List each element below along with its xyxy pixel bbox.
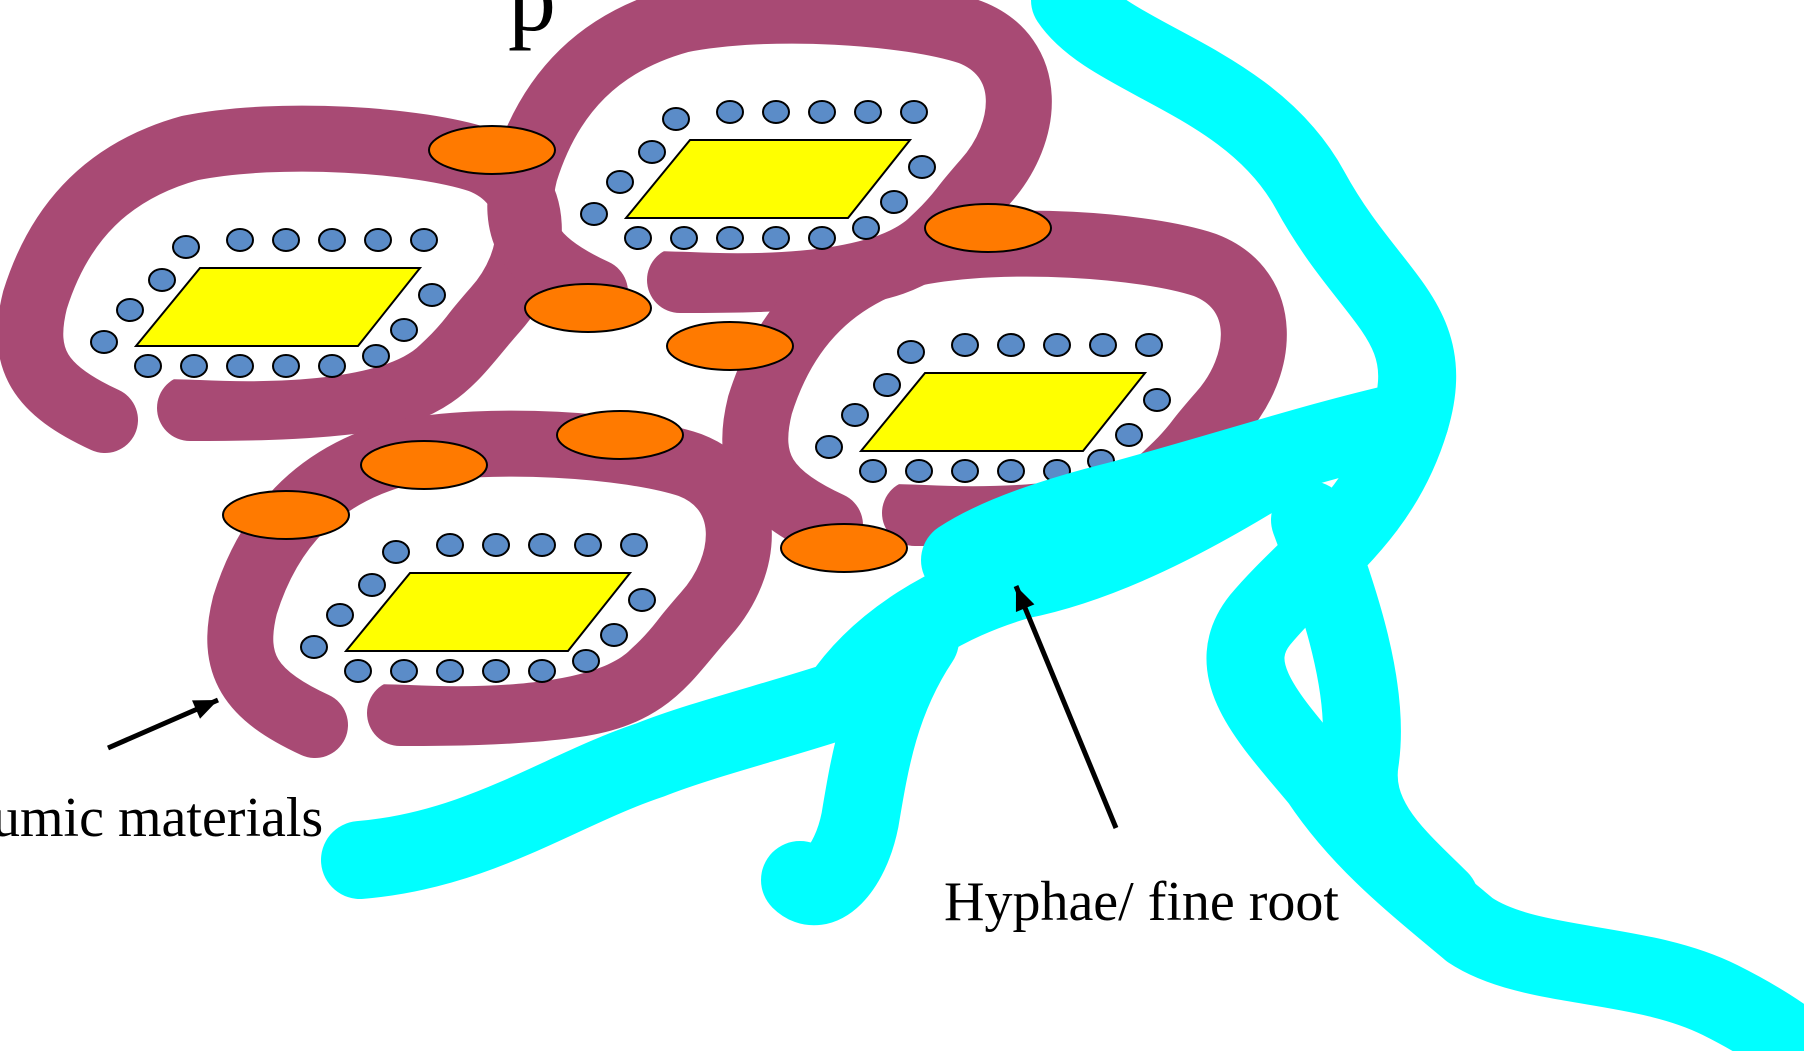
mineral-particle [437,534,463,556]
mineral-particle [998,460,1024,482]
organic-bead-3 [525,284,651,332]
mineral-particle [273,229,299,251]
mineral-particle [345,660,371,682]
mineral-particle [816,436,842,458]
mineral-particle [663,108,689,130]
organic-bead-8 [781,524,907,572]
mineral-particle [327,604,353,626]
mineral-particle [952,334,978,356]
title-fragment: p [508,0,556,51]
organic-bead-2 [925,204,1051,252]
mineral-particle [1116,424,1142,446]
mineral-particle [853,217,879,239]
hyphae-label: Hyphae/ fine root [944,871,1339,933]
mineral-particle [717,101,743,123]
mineral-particle [763,227,789,249]
mineral-particle [529,534,555,556]
mineral-particle [898,341,924,363]
mineral-particle [173,236,199,258]
mineral-particle [419,284,445,306]
mineral-particle [717,227,743,249]
mineral-particle [763,101,789,123]
mineral-particle [809,227,835,249]
mineral-particle [411,229,437,251]
mineral-particle [575,534,601,556]
mineral-particle [135,355,161,377]
organic-bead-1 [429,126,555,174]
mineral-particle [363,345,389,367]
mineral-particle [319,229,345,251]
mineral-particle [860,460,886,482]
humic-arrow [108,700,218,748]
mineral-particle [881,191,907,213]
mineral-particle [842,404,868,426]
mineral-particle [671,227,697,249]
mineral-particle [391,660,417,682]
mineral-particle [1044,334,1070,356]
hyphae-arrow-shaft [1016,586,1116,828]
mineral-particle [809,101,835,123]
mineral-particle [365,229,391,251]
mineral-particle [855,101,881,123]
mineral-particle [1136,334,1162,356]
mineral-particle [301,636,327,658]
mineral-particle [529,660,555,682]
mineral-particle [359,574,385,596]
mineral-particle [1144,389,1170,411]
hyphae-arrow [1016,586,1116,828]
mineral-particle [1090,334,1116,356]
mineral-particle [483,660,509,682]
mineral-particle [909,156,935,178]
mineral-particle [573,650,599,672]
mineral-particle [607,171,633,193]
mineral-particle [227,229,253,251]
mineral-particle [149,269,175,291]
mineral-particle [581,203,607,225]
mineral-particle [91,331,117,353]
mineral-particle [874,374,900,396]
mineral-particle [483,534,509,556]
mineral-particle [437,660,463,682]
mineral-particle [629,589,655,611]
mineral-particle [391,319,417,341]
mineral-particle [117,299,143,321]
organic-bead-7 [223,491,349,539]
mineral-particle [601,624,627,646]
mineral-particle [625,227,651,249]
mineral-particle [383,541,409,563]
mineral-particle [906,460,932,482]
organic-bead-5 [557,411,683,459]
mineral-particle [998,334,1024,356]
mineral-particle [952,460,978,482]
mineral-particle [227,355,253,377]
humic-materials-label: umic materials [0,787,323,849]
organic-bead-6 [361,441,487,489]
mineral-particle [319,355,345,377]
mineral-particle [621,534,647,556]
mineral-particle [181,355,207,377]
mineral-particle [901,101,927,123]
mineral-particle [273,355,299,377]
organic-bead-4 [667,322,793,370]
mineral-particle [639,141,665,163]
